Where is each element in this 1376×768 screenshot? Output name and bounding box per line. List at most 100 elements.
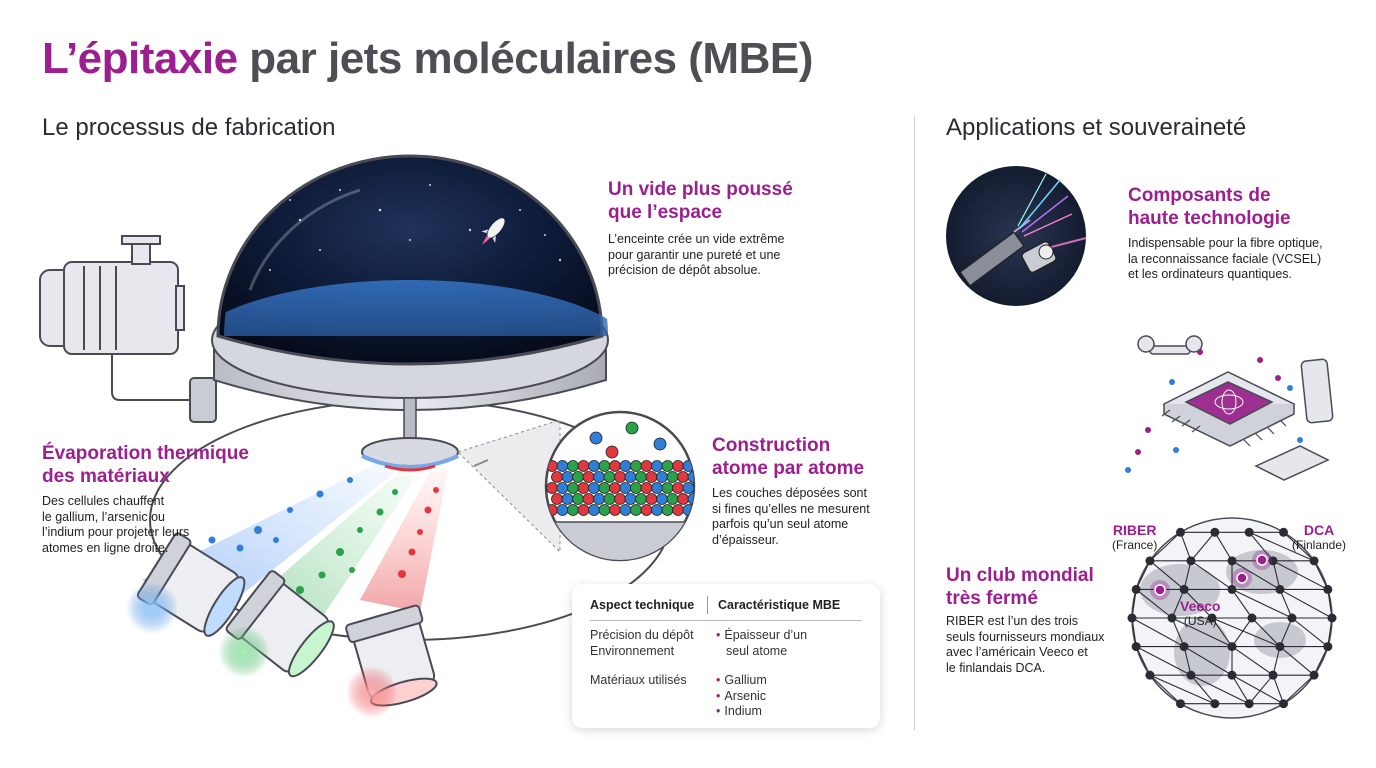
- atom: [614, 493, 626, 505]
- atom: [640, 460, 653, 472]
- title-rest: par jets moléculaires (MBE): [249, 34, 813, 83]
- atom: [645, 471, 658, 483]
- atom: [635, 493, 647, 505]
- atom: [561, 471, 574, 483]
- atom: [577, 460, 590, 472]
- atom: [598, 460, 611, 472]
- atom: [630, 460, 642, 472]
- table-col2: •Épaisseur d’un seul atome •Gallium •Ars…: [716, 628, 808, 718]
- atom: [561, 493, 574, 505]
- atom: [593, 493, 605, 505]
- atom: [677, 471, 689, 483]
- atom: [630, 482, 642, 494]
- atom: [556, 460, 569, 472]
- network-node: [1227, 556, 1237, 566]
- network-node: [1186, 670, 1196, 680]
- label-veeco: Veeco (USA): [1180, 598, 1221, 628]
- atom: [556, 482, 569, 494]
- atom: [661, 460, 674, 472]
- atom: [609, 482, 621, 494]
- atom: [551, 493, 563, 505]
- atom: [609, 460, 621, 472]
- network-node: [1268, 670, 1278, 680]
- vacuum-heading: Un vide plus poussé que l’espace: [608, 179, 793, 223]
- atom: [567, 504, 579, 516]
- atom: [645, 493, 658, 505]
- table-header-divider: [707, 596, 708, 614]
- atomic-layers-zoom: [544, 410, 696, 562]
- title-accent: L’épitaxie: [42, 34, 238, 83]
- atom: [588, 504, 600, 516]
- atom: [656, 471, 668, 483]
- network-node: [1179, 642, 1189, 652]
- network-node: [1207, 613, 1217, 623]
- atom: [567, 460, 579, 472]
- atom: [624, 471, 637, 483]
- atom: [651, 504, 663, 516]
- atom: [551, 471, 563, 483]
- atom: [619, 460, 632, 472]
- network-node: [1327, 613, 1337, 623]
- atom: [593, 471, 605, 483]
- network-node: [1227, 642, 1237, 652]
- supplier-location-marker: [1154, 584, 1166, 596]
- atom: [603, 471, 616, 483]
- vacuum-pump-icon: [39, 235, 192, 401]
- network-node: [1275, 584, 1285, 594]
- network-node: [1275, 642, 1285, 652]
- atom: [619, 504, 632, 516]
- atom: [651, 460, 663, 472]
- atom: [582, 471, 595, 483]
- atom: [677, 493, 689, 505]
- vacuum-body: L’enceinte crée un vide extrême pour gar…: [608, 232, 785, 277]
- label-dca: DCA (Finlande): [1292, 522, 1347, 552]
- falling-atom: [605, 445, 619, 459]
- page-title: L’épitaxie par jets moléculaires (MBE): [42, 34, 813, 84]
- network-node: [1210, 527, 1220, 537]
- network-node: [1323, 584, 1333, 594]
- network-node: [1287, 613, 1297, 623]
- network-node: [1309, 670, 1319, 680]
- mbe-characteristics-table: Aspect technique Caractéristique MBE Pré…: [572, 584, 880, 728]
- network-node: [1227, 584, 1237, 594]
- section-divider: [914, 116, 915, 730]
- network-node: [1127, 613, 1137, 623]
- network-node: [1145, 556, 1155, 566]
- network-node: [1323, 642, 1333, 652]
- atom: [614, 471, 626, 483]
- atom: [577, 504, 590, 516]
- global-network-globe: [1127, 517, 1337, 719]
- quantum-chip-icon: [1125, 335, 1334, 481]
- atom: [603, 493, 616, 505]
- network-node: [1247, 613, 1257, 623]
- atom: [666, 493, 679, 505]
- atom: [661, 482, 674, 494]
- evaporation-body: Des cellules chauffent le gallium, l’ars…: [42, 494, 190, 555]
- network-node: [1244, 527, 1254, 537]
- right-section-heading: Applications et souveraineté: [946, 114, 1247, 141]
- network-node: [1186, 556, 1196, 566]
- atom: [651, 482, 663, 494]
- left-section-heading: Le processus de fabrication: [42, 114, 336, 141]
- components-body: Indispensable pour la fibre optique, la …: [1128, 236, 1323, 281]
- network-node: [1131, 642, 1141, 652]
- atom: [588, 482, 600, 494]
- label-riber: RIBER (France): [1112, 522, 1158, 552]
- atom: [556, 504, 569, 516]
- atom: [567, 482, 579, 494]
- construction-heading: Construction atome par atome: [712, 435, 865, 479]
- atom: [640, 482, 653, 494]
- network-node: [1145, 670, 1155, 680]
- atom: [624, 493, 637, 505]
- network-node: [1167, 613, 1177, 623]
- falling-atom: [589, 431, 603, 445]
- components-heading: Composants de haute technologie: [1128, 185, 1291, 229]
- atom: [572, 493, 584, 505]
- atom: [546, 482, 558, 494]
- table-col1: Précision du dépôt Environnement Matéria…: [590, 628, 694, 687]
- network-node: [1210, 699, 1220, 709]
- network-node: [1279, 699, 1289, 709]
- atom: [672, 504, 684, 516]
- atom: [572, 471, 584, 483]
